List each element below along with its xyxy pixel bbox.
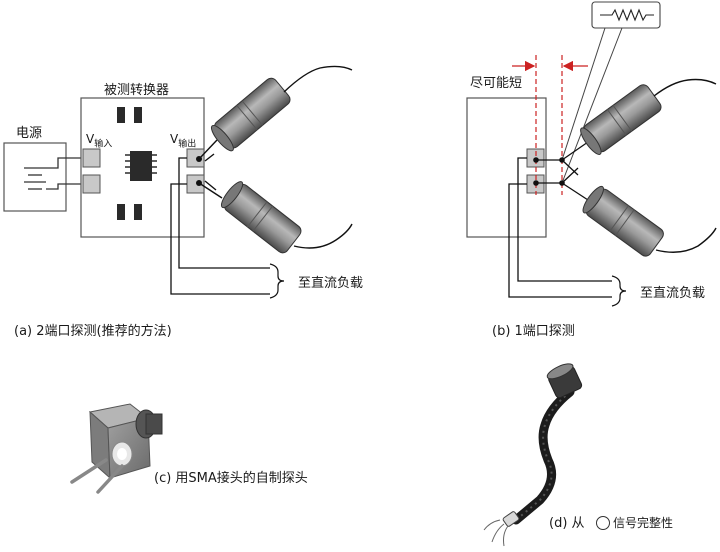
probe-upper-a xyxy=(210,77,291,152)
power-supply-box xyxy=(3,142,67,212)
load-brace-a xyxy=(269,263,285,299)
coax-braid xyxy=(515,391,571,521)
input-pad-top xyxy=(82,148,101,168)
battery-symbol xyxy=(24,167,46,190)
probe-lower-a xyxy=(220,181,302,254)
converter-label: 被测转换器 xyxy=(104,83,170,98)
load-label-a: 至直流负载 xyxy=(298,276,364,291)
probe-cable-upper-a xyxy=(283,65,353,93)
component-top-left xyxy=(117,107,125,123)
load-wires-b xyxy=(508,157,612,298)
caption-a: (a) 2端口探测(推荐的方法) xyxy=(14,324,172,339)
panel-a xyxy=(3,65,353,299)
wechat-logo-icon xyxy=(596,515,610,530)
load-label-b: 至直流负载 xyxy=(640,286,706,301)
watermark-text: 信号完整性 xyxy=(613,516,674,530)
probe-upper-b xyxy=(580,84,662,155)
sma-connector-nut xyxy=(145,413,163,435)
panel-d xyxy=(483,363,583,547)
probe-lower-b xyxy=(582,185,664,257)
sma-center-pin xyxy=(117,448,127,460)
coax-cable xyxy=(511,387,575,525)
probe-cable-upper-b xyxy=(653,78,717,97)
shortest-label: 尽可能短 xyxy=(470,76,523,91)
coax-probe-head xyxy=(546,363,583,399)
caption-c: (c) 用SMA接头的自制探头 xyxy=(154,471,308,486)
panel-b xyxy=(466,1,717,307)
probe-cable-lower-a xyxy=(293,223,353,249)
resistor-symbol xyxy=(600,8,654,22)
component-top-right xyxy=(134,107,142,123)
sma-leads xyxy=(70,458,124,494)
input-pad-bottom xyxy=(82,174,101,194)
power-supply-label: 电源 xyxy=(16,126,43,141)
ic-chip xyxy=(125,151,157,181)
dimension-lines xyxy=(535,55,563,195)
callout-pointer xyxy=(561,27,623,184)
load-wires-a xyxy=(170,157,270,295)
coax-stripped-end xyxy=(483,511,520,547)
supply-wires xyxy=(46,157,84,190)
caption-d: (d) 从 xyxy=(549,516,585,531)
v-in-label: V输入 xyxy=(86,132,113,150)
watermark: 信号完整性 xyxy=(596,514,673,531)
probe-cable-lower-b xyxy=(655,227,717,253)
resistor-callout-box xyxy=(591,1,661,29)
probe-leads-b xyxy=(536,141,589,201)
component-bottom-left xyxy=(117,204,125,220)
panel-c xyxy=(70,403,163,494)
component-bottom-right xyxy=(134,204,142,220)
load-brace-b xyxy=(611,275,627,307)
caption-b: (b) 1端口探测 xyxy=(492,324,575,339)
v-out-label: V输出 xyxy=(170,132,197,150)
probe-leads-a xyxy=(198,139,223,199)
